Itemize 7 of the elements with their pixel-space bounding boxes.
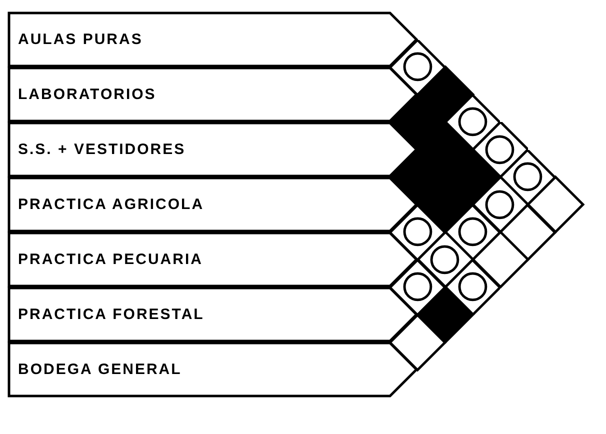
row-label: S.S. + VESTIDORES — [18, 140, 186, 158]
row-label: AULAS PURAS — [18, 30, 143, 48]
row-label: BODEGA GENERAL — [18, 360, 182, 378]
row-label: PRACTICA PECUARIA — [18, 250, 203, 268]
row-label: PRACTICA FORESTAL — [18, 306, 204, 322]
row-label: LABORATORIOS — [18, 86, 156, 102]
row-label: PRACTICA AGRICOLA — [18, 196, 204, 212]
